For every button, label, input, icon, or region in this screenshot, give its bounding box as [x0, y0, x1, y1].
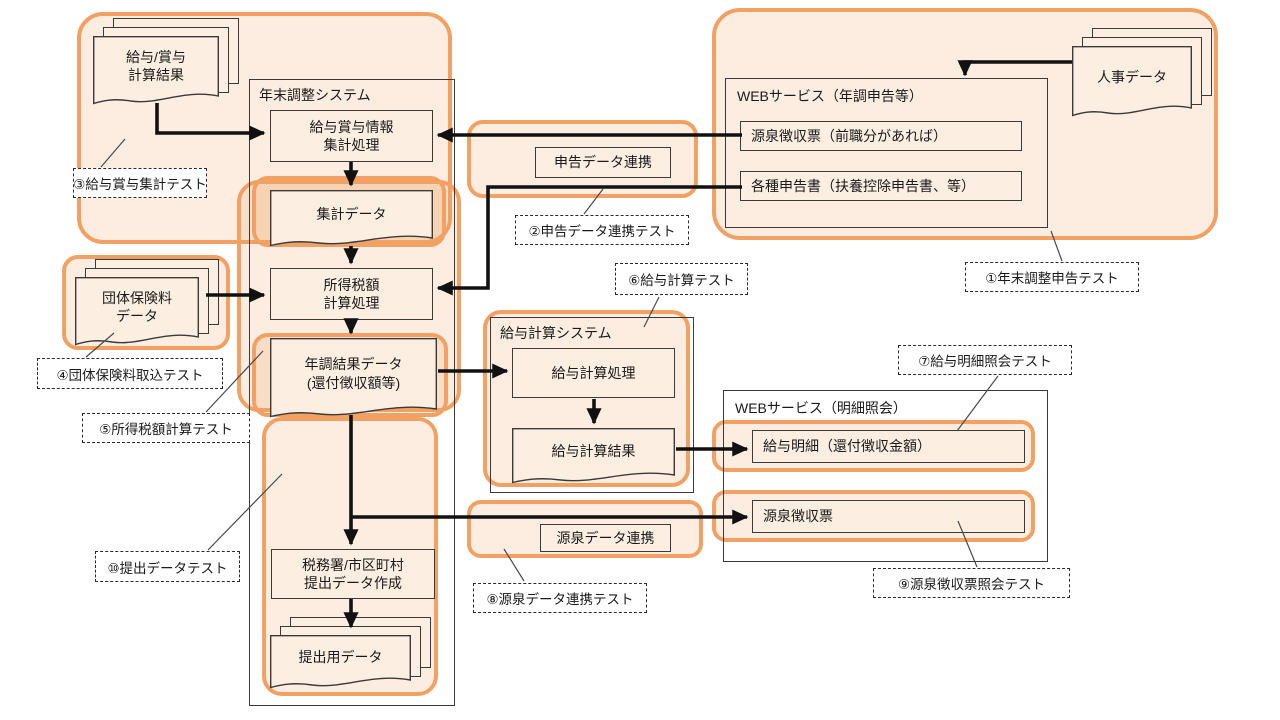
teishutsu-data-label: 提出用データ [298, 649, 383, 666]
gensen-choshuhyo-box: 源泉徴収票 [752, 500, 1025, 533]
document-shape [270, 190, 433, 247]
document-shape [270, 338, 437, 418]
web-meisai-box [723, 390, 1048, 562]
dantai-hoken-label: 団体保険料 データ [102, 289, 172, 324]
test-label-2: ②申告データ連携テスト [515, 215, 689, 245]
zeimusho-box: 税務署/市区町村 提出データ作成 [271, 549, 435, 599]
document-shape [75, 277, 199, 346]
shukei-data-label: 集計データ [316, 205, 387, 222]
document-shape [93, 36, 219, 105]
test-label-9: ⑨源泉徴収票照会テスト [873, 568, 1070, 598]
test-label-4: ④団体保険料取込テスト [37, 358, 223, 389]
jinji-data-label: 人事データ [1097, 68, 1167, 85]
kyuyo-system-title: 給与計算システム [500, 325, 612, 341]
kyuyo-keisan-shori-box: 給与計算処理 [512, 348, 675, 398]
gensen-renkei-box: 源泉データ連携 [540, 524, 671, 552]
shinkoku-renkei-box: 申告データ連携 [535, 147, 671, 178]
dantai-hoken-doc: 団体保険料 データ [75, 277, 199, 346]
test-label-10: ⑩提出データテスト [95, 551, 240, 582]
shotoku-keisan-box: 所得税額 計算処理 [270, 268, 433, 320]
shukei-data-doc: 集計データ [270, 190, 433, 247]
teishutsu-data-doc: 提出用データ [270, 635, 411, 689]
kyuyo-shoyo-kekka-doc: 給与/賞与 計算結果 [93, 36, 219, 105]
test-label-1: ①年末調整申告テスト [965, 262, 1139, 292]
web-nencho-title: WEBサービス（年調申告等） [737, 88, 923, 104]
document-shape [1072, 46, 1192, 117]
jinji-data-doc: 人事データ [1072, 46, 1192, 117]
kyuyo-system-box [490, 317, 694, 493]
kyuyo-shoyo-kekka-label: 給与/賞与 計算結果 [126, 48, 186, 83]
nenmatsu-system-title: 年末調整システム [259, 87, 371, 103]
gensen-zenshoku-box: 源泉徴収票（前職分があれば） [740, 121, 1022, 151]
test-label-8: ⑧源泉データ連携テスト [473, 583, 647, 613]
shukei-shori-box: 給与賞与情報 集計処理 [270, 110, 433, 162]
test-label-7: ⑦給与明細照会テスト [898, 345, 1072, 375]
nencho-kekka-doc: 年調結果データ (還付徴収額等) [270, 338, 437, 418]
web-nencho-box [725, 78, 1048, 228]
kyuyo-keisan-kekka-label: 給与計算結果 [551, 443, 636, 460]
document-shape [512, 428, 675, 484]
kakushu-shinkokusho-box: 各種申告書（扶養控除申告書、等） [740, 171, 1022, 201]
test-label-3: ③給与賞与集計テスト [73, 168, 207, 198]
kyuyo-meisai-box: 給与明細（還付徴収金額） [752, 430, 1025, 463]
document-shape [270, 635, 411, 689]
kyuyo-keisan-kekka-doc: 給与計算結果 [512, 428, 675, 484]
test-label-5: ⑤所得税額計算テスト [82, 413, 250, 443]
test-label-6: ⑥給与計算テスト [615, 263, 748, 295]
web-meisai-title: WEBサービス（明細照会） [735, 400, 907, 416]
nencho-kekka-label: 年調結果データ (還付徴収額等) [304, 356, 403, 391]
